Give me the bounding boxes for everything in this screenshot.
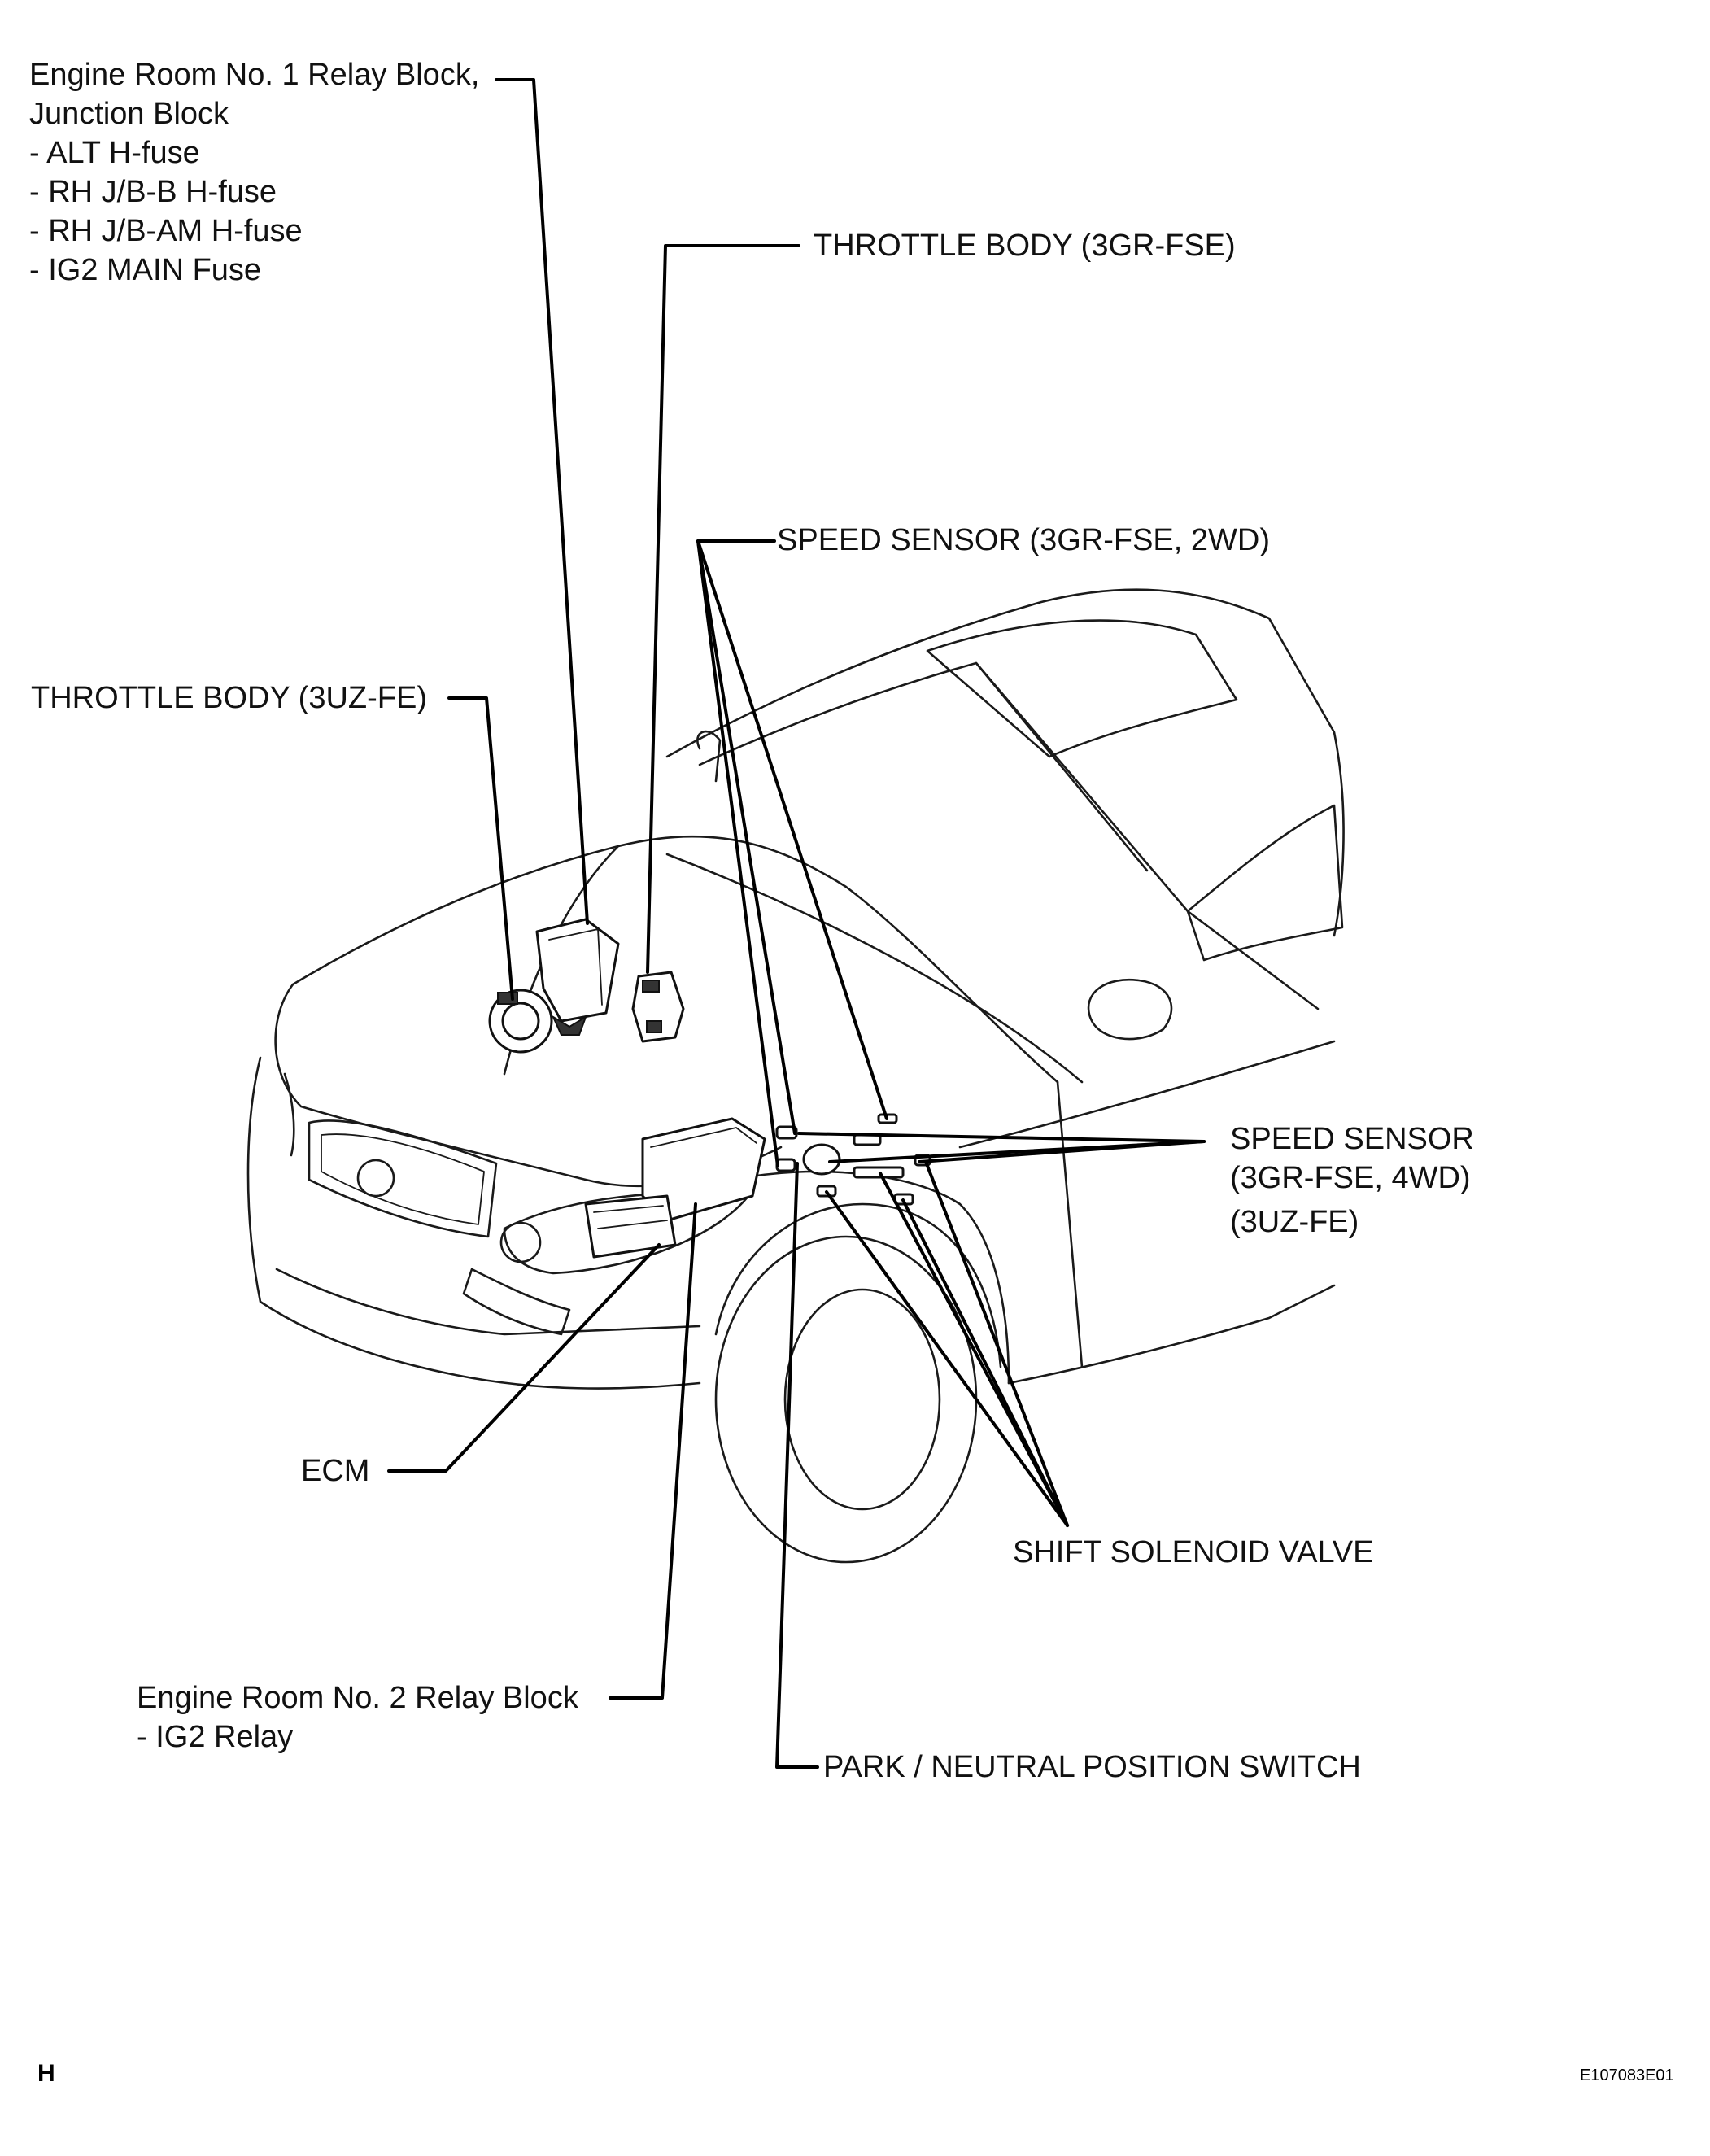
- leader-speed-sensor-2wd-b: [696, 539, 888, 1120]
- label-shift-solenoid-valve: SHIFT SOLENOID VALVE: [1013, 1535, 1374, 1569]
- grille-inner: [321, 1133, 485, 1225]
- label-relay-block-1: Engine Room No. 1 Relay Block, Junction …: [29, 55, 479, 290]
- leader-park-neutral: [775, 1162, 819, 1769]
- section-letter: H: [37, 2060, 55, 2087]
- figure-code: E107083E01: [1580, 2067, 1674, 2084]
- relay-block-1-line-3: - ALT H-fuse: [29, 136, 200, 170]
- windshield-top: [698, 661, 1149, 872]
- door-line: [1056, 1080, 1084, 1368]
- label-ecm: ECM: [301, 1454, 370, 1488]
- label-speed-sensor-2wd: SPEED SENSOR (3GR-FSE, 2WD): [777, 523, 1270, 557]
- leader-shift-solenoid-d: [924, 1160, 1069, 1527]
- leader-relay-block-2: [609, 1202, 697, 1700]
- label-park-neutral-switch: PARK / NEUTRAL POSITION SWITCH: [823, 1750, 1361, 1784]
- leader-speed-sensor-2wd-c: [696, 539, 779, 1167]
- speed-sensor-4wd-line-3: (3UZ-FE): [1230, 1205, 1359, 1239]
- front-rim: [783, 1288, 941, 1511]
- vehicle-outline: [246, 588, 1345, 1564]
- label-speed-sensor-4wd: SPEED SENSOR (3GR-FSE, 4WD) (3UZ-FE): [1230, 1119, 1474, 1242]
- leader-shift-solenoid-a: [825, 1190, 1069, 1527]
- leader-throttle-body-3uz: [447, 696, 514, 1001]
- relay-block-1-line-2: Junction Block: [29, 97, 229, 131]
- front-tire: [714, 1235, 978, 1564]
- antenna-bump: [696, 730, 722, 783]
- rocker-panel: [1007, 1284, 1336, 1385]
- relay-block-1-line-1: Engine Room No. 1 Relay Block,: [29, 58, 480, 92]
- a-pillar: [975, 661, 1320, 1010]
- throttle-body-3uz-part: [488, 989, 553, 1054]
- leader-speed-sensor-4wd-c: [828, 1140, 1206, 1163]
- relay-block-1-line-6: - IG2 MAIN Fuse: [29, 253, 262, 287]
- speed-sensor-4wd-line-1: SPEED SENSOR: [1230, 1122, 1474, 1156]
- throttle-body-3gr-part: [631, 971, 685, 1043]
- bumper-lower: [275, 1268, 701, 1336]
- side-marker: [283, 1072, 295, 1157]
- windshield-base: [665, 853, 1084, 1084]
- front-fender: [731, 1170, 1010, 1385]
- ecm-part: [584, 1194, 677, 1259]
- mirror: [1087, 978, 1173, 1041]
- grille-emblem: [356, 1159, 395, 1198]
- roof-line: [665, 588, 1345, 937]
- relay-block-1-line-5: - RH J/B-AM H-fuse: [29, 214, 303, 248]
- leader-ecm: [387, 1243, 661, 1473]
- relay-block-2-line-2: - IG2 Relay: [137, 1720, 294, 1754]
- leader-shift-solenoid-c: [901, 1198, 1069, 1527]
- headlight: [503, 1192, 750, 1275]
- relay-block-1-line-4: - RH J/B-B H-fuse: [29, 175, 277, 209]
- components: [488, 918, 931, 1259]
- fog-lamp: [462, 1268, 571, 1336]
- leader-speed-sensor-4wd: [797, 1132, 1206, 1143]
- leader-lines: [387, 78, 1206, 1769]
- grille: [308, 1119, 498, 1238]
- leader-throttle-body-3gr: [646, 244, 800, 974]
- label-relay-block-2: Engine Room No. 2 Relay Block - IG2 Rela…: [137, 1678, 578, 1757]
- relay-block-2-line-1: Engine Room No. 2 Relay Block: [137, 1681, 578, 1715]
- front-bumper: [246, 1056, 701, 1390]
- label-throttle-body-3uz: THROTTLE BODY (3UZ-FE): [31, 681, 427, 715]
- wheel-arch: [714, 1202, 1002, 1368]
- hood-outline: [291, 835, 1059, 1084]
- speed-sensor-4wd-line-2: (3GR-FSE, 4WD): [1230, 1161, 1471, 1195]
- label-throttle-body-3gr: THROTTLE BODY (3GR-FSE): [814, 229, 1236, 263]
- roof-inner-line: [926, 619, 1238, 758]
- side-window: [1186, 804, 1344, 962]
- relay-block-2-part: [641, 1117, 766, 1222]
- headlight-lens: [499, 1221, 542, 1263]
- leader-relay-block-1: [495, 78, 589, 925]
